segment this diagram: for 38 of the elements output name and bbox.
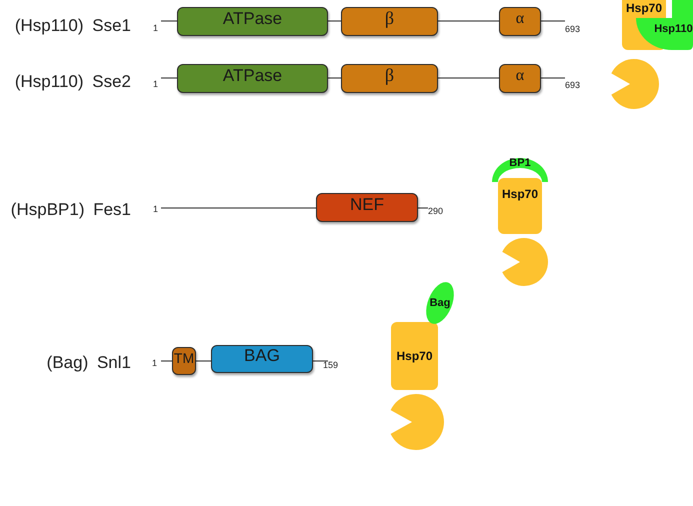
domain-label: ATPase [222, 8, 282, 28]
protein-label: Bag [430, 297, 450, 309]
protein-label: Hsp70 [396, 349, 433, 363]
protein-label: Hsp70 [502, 187, 538, 201]
residue-number: 693 [565, 24, 580, 34]
protein-label: Hsp70 [626, 1, 662, 15]
protein-name: (HspBP1) Fes1 [10, 200, 131, 220]
protein-domain-box [341, 64, 438, 93]
domain-label: BAG [244, 346, 280, 366]
domain-label: ATPase [222, 66, 282, 86]
domain-label: β [384, 65, 394, 86]
protein-domain-box [316, 193, 418, 222]
protein-label: Hsp110 [654, 23, 693, 35]
residue-number: 1 [153, 204, 158, 214]
domain-label: β [384, 8, 394, 29]
protein-name: (Bag) Snl1 [46, 353, 131, 373]
protein-name: (Hsp110) Sse1 [14, 16, 131, 36]
hsp70-shape [391, 322, 438, 390]
protein-domain-box [499, 64, 541, 93]
residue-number: 290 [428, 206, 444, 216]
domain-label: TM [174, 350, 194, 366]
residue-number: 693 [565, 80, 580, 90]
protein-name: (Hsp110) Sse2 [14, 72, 131, 92]
protein-label: BP1 [509, 157, 531, 169]
protein-domain-box [341, 7, 438, 36]
domain-label: α [516, 10, 524, 28]
domain-label: NEF [350, 194, 384, 214]
protein-domain-box [172, 347, 196, 375]
residue-number: 159 [323, 360, 338, 370]
residue-number: 1 [153, 23, 158, 33]
protein-domain-box [177, 64, 328, 93]
residue-number: 1 [152, 358, 158, 368]
hsp70-shape [498, 178, 542, 234]
residue-number: 1 [153, 79, 158, 89]
protein-domain-box [177, 7, 328, 36]
protein-domain-box [499, 7, 541, 36]
protein-domain-box [211, 345, 313, 373]
domain-label: α [516, 66, 524, 84]
